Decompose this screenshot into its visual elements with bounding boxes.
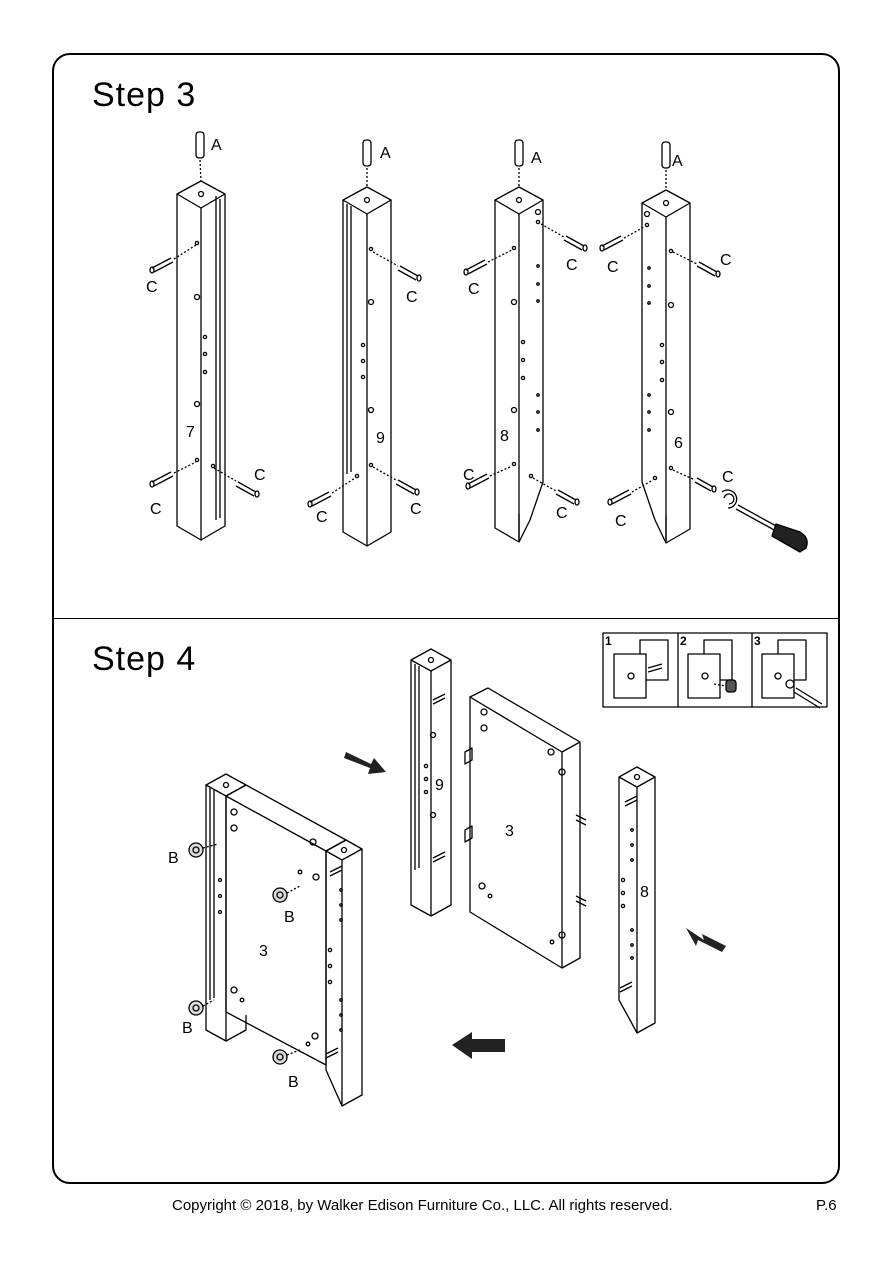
label-post-9: 9	[376, 430, 385, 447]
screwdriver-icon	[721, 489, 808, 553]
label-b-1: B	[168, 850, 179, 867]
label-a-2: A	[380, 145, 391, 162]
bolt-c-9	[465, 465, 513, 490]
dowel-a-2	[362, 139, 372, 187]
dowel-a-3	[514, 139, 524, 187]
label-c-2: C	[150, 501, 162, 518]
arrow-upleft-icon	[686, 928, 726, 952]
post-7	[176, 180, 226, 541]
label-post-6: 6	[674, 435, 683, 452]
label-c-6: C	[410, 501, 422, 518]
label-c-3: C	[254, 467, 266, 484]
bolt-c-1	[149, 244, 197, 274]
bolt-c-3	[213, 467, 260, 498]
post-9	[342, 186, 392, 547]
bolt-c-4	[372, 251, 422, 282]
label-c-11: C	[607, 259, 619, 276]
label-c-10: C	[556, 505, 568, 522]
exploded-panel-3	[464, 687, 587, 969]
exploded-post-8	[618, 766, 656, 1034]
label-c-9: C	[463, 467, 475, 484]
label-panel-3-assembled: 3	[259, 943, 268, 960]
exploded-post-9	[410, 648, 452, 917]
arrow-left-icon	[452, 1032, 505, 1059]
label-c-7: C	[468, 281, 480, 298]
cam-b-1	[188, 842, 219, 858]
inset-steps	[602, 632, 828, 709]
label-c-5: C	[316, 509, 328, 526]
label-a-4: A	[672, 153, 683, 170]
bolt-c-8	[540, 223, 588, 252]
label-c-12: C	[720, 252, 732, 269]
bolt-c-10	[532, 477, 580, 506]
bolt-c-11	[599, 226, 645, 252]
label-c-1: C	[146, 279, 158, 296]
step-4-title: Step 4	[92, 640, 197, 678]
label-c-4: C	[406, 289, 418, 306]
dowel-a-4	[661, 141, 671, 190]
bolt-c-7	[463, 249, 513, 276]
step-divider	[52, 618, 840, 619]
label-post-7: 7	[186, 424, 195, 441]
label-b-3: B	[182, 1020, 193, 1037]
bolt-c-6	[372, 466, 420, 496]
label-c-14: C	[722, 469, 734, 486]
page-number: P.6	[816, 1197, 837, 1214]
cam-b-2	[272, 885, 301, 903]
label-b-2: B	[284, 909, 295, 926]
label-b-4: B	[288, 1074, 299, 1091]
label-post-8: 8	[500, 428, 509, 445]
dowel-a-1	[195, 131, 205, 182]
bolt-c-2	[149, 461, 197, 488]
post-6	[641, 189, 691, 544]
label-c-13: C	[615, 513, 627, 530]
bolt-c-12	[672, 251, 721, 278]
arrow-right-icon	[344, 752, 386, 774]
assembled-frame	[205, 773, 363, 1107]
inset-label-1: 1	[605, 634, 612, 648]
label-panel-3-exploded: 3	[505, 823, 514, 840]
inset-label-3: 3	[754, 634, 761, 648]
label-post-9-exploded: 9	[435, 777, 444, 794]
post-8	[494, 186, 544, 543]
label-a-1: A	[211, 137, 222, 154]
step-3-title: Step 3	[92, 76, 197, 114]
label-a-3: A	[531, 150, 542, 167]
bolt-c-14	[672, 469, 717, 493]
cam-b-3	[188, 999, 215, 1016]
bolt-c-5	[307, 477, 356, 508]
bolt-c-13	[607, 479, 654, 506]
inset-label-2: 2	[680, 634, 687, 648]
cam-b-4	[272, 1049, 301, 1065]
label-c-8: C	[566, 257, 578, 274]
label-post-8-exploded: 8	[640, 884, 649, 901]
copyright-text: Copyright © 2018, by Walker Edison Furni…	[172, 1197, 673, 1214]
